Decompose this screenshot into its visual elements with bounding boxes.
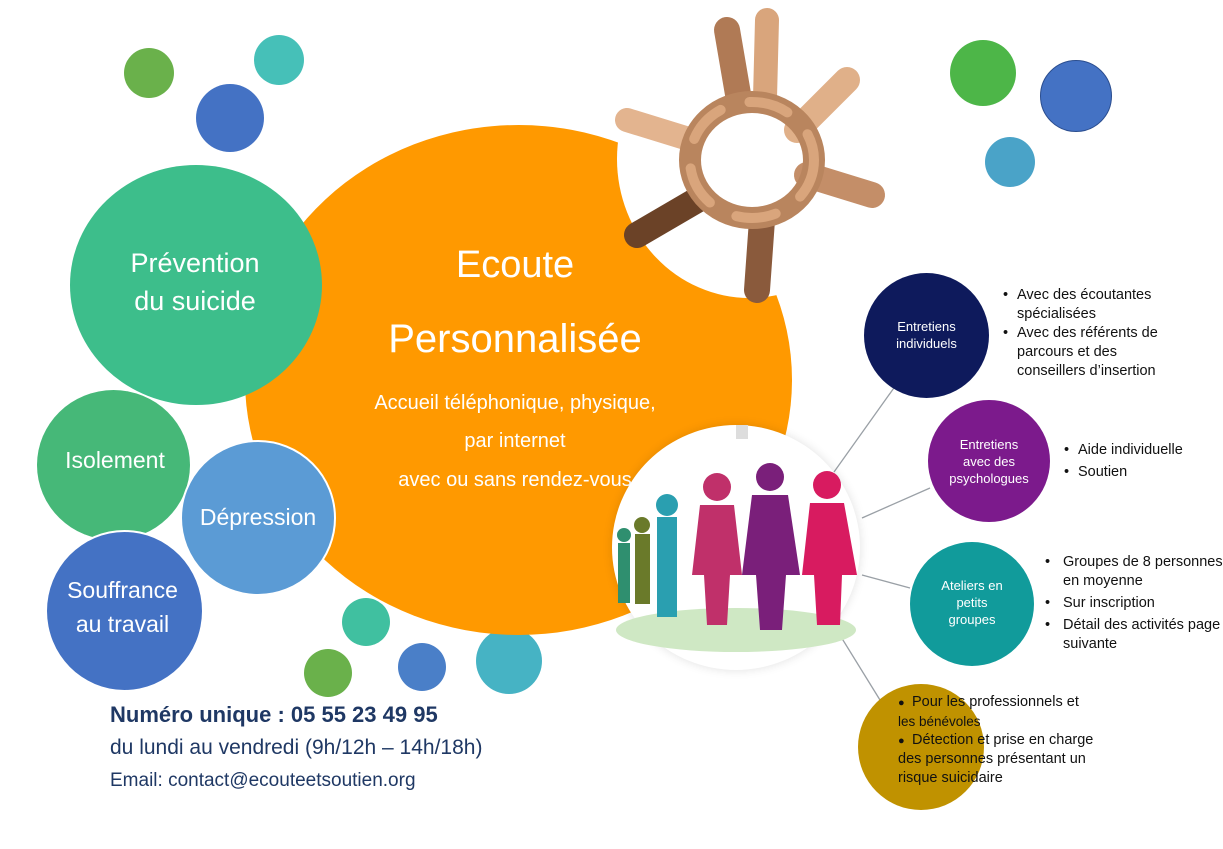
- deco-bubble-blue-right: [1040, 60, 1112, 132]
- service-label-line2: individuels: [896, 335, 957, 351]
- bullet-item-cont: spécialisées: [1017, 306, 1096, 322]
- souffrance-label-line2: au travail: [75, 610, 170, 637]
- service-bullets-entretiens-individuels: Avec des écoutantes spécialisées Avec de…: [1003, 286, 1203, 381]
- isolement-label: Isolement: [65, 446, 165, 473]
- bullet-item-cont: en moyenne: [1063, 573, 1143, 589]
- people-chain-image: [612, 425, 860, 670]
- service-bullets-ateliers: Groupes de 8 personnes en moyenne Sur in…: [1045, 553, 1223, 654]
- bullet-item: Soutien: [1064, 463, 1204, 482]
- deco-bubble-green-bottom: [304, 649, 352, 697]
- bullet-item-cont: suivante: [1063, 636, 1118, 652]
- service-bullets-professionnels: Pour les professionnels et les bénévoles…: [898, 693, 1138, 788]
- deco-bubble-blue-bottom: [398, 643, 446, 691]
- service-label-line1: Ateliers en: [941, 578, 1003, 593]
- isolement-circle: [37, 390, 190, 540]
- service-label-line1: Entretiens: [897, 318, 956, 334]
- bullet-item-cont: des personnes présentant un: [898, 751, 1086, 767]
- main-subtitle-line2: par internet: [464, 429, 566, 452]
- bullet-item: Avec des référents de: [1003, 324, 1203, 343]
- hands-image: [615, 8, 885, 303]
- contact-email[interactable]: Email: contact@ecouteetsoutien.org: [110, 770, 416, 791]
- bullet-item: Détection et prise en charge: [898, 731, 1138, 751]
- deco-bubble-green: [124, 48, 174, 98]
- bullet-item-cont: les bénévoles: [898, 714, 981, 729]
- depression-label: Dépression: [199, 503, 317, 530]
- depression-circle: [180, 440, 336, 596]
- souffrance-label-line1: Souffrance: [67, 576, 178, 603]
- bullet-item: Groupes de 8 personnes: [1045, 553, 1223, 572]
- bullet-item-cont: risque suicidaire: [898, 770, 1003, 786]
- bullet-item: Sur inscription: [1045, 594, 1200, 613]
- deco-bubble-teal: [254, 35, 304, 85]
- main-title-line1: Ecoute: [455, 243, 575, 286]
- service-label-line2: avec des: [962, 454, 1016, 469]
- deco-bubble-green-right: [950, 40, 1016, 106]
- service-circle-psychologues: [928, 400, 1050, 522]
- main-subtitle-line3: avec ou sans rendez-vous: [398, 468, 632, 491]
- contact-phone: Numéro unique : 05 55 23 49 95: [110, 702, 438, 727]
- prevention-circle: [70, 165, 322, 405]
- bullet-item: Aide individuelle: [1064, 441, 1204, 460]
- bullet-item: Détail des activités page: [1045, 616, 1220, 635]
- service-label-line3: psychologues: [949, 471, 1029, 486]
- prevention-label-line2: du suicide: [134, 285, 256, 316]
- main-subtitle-line1: Accueil téléphonique, physique,: [374, 391, 656, 414]
- bullet-item: Avec des écoutantes: [1003, 286, 1203, 305]
- service-label-line2: petits: [956, 595, 988, 610]
- bullet-item: Pour les professionnels et: [898, 693, 1138, 713]
- contact-hours: du lundi au vendredi (9h/12h – 14h/18h): [110, 736, 483, 759]
- service-bullets-psychologues: Aide individuelle Soutien: [1064, 441, 1204, 482]
- service-label-line1: Entretiens: [959, 437, 1019, 452]
- deco-bubble-teal-bottom: [342, 598, 390, 646]
- deco-bubble-lightblue-right: [985, 137, 1035, 187]
- service-circle-entretiens-individuels: [864, 273, 989, 398]
- souffrance-circle: [45, 530, 204, 692]
- service-label-line3: groupes: [948, 612, 996, 627]
- deco-bubble-aqua-bottom: [476, 628, 542, 694]
- deco-bubble-blue: [196, 84, 264, 152]
- main-title-line2: Personnalisée: [388, 316, 642, 361]
- service-circle-ateliers: [910, 542, 1034, 666]
- bullet-item-cont: parcours et des: [1017, 344, 1117, 360]
- bullet-item-cont: conseillers d’insertion: [1017, 363, 1156, 379]
- prevention-label-line1: Prévention: [130, 247, 260, 278]
